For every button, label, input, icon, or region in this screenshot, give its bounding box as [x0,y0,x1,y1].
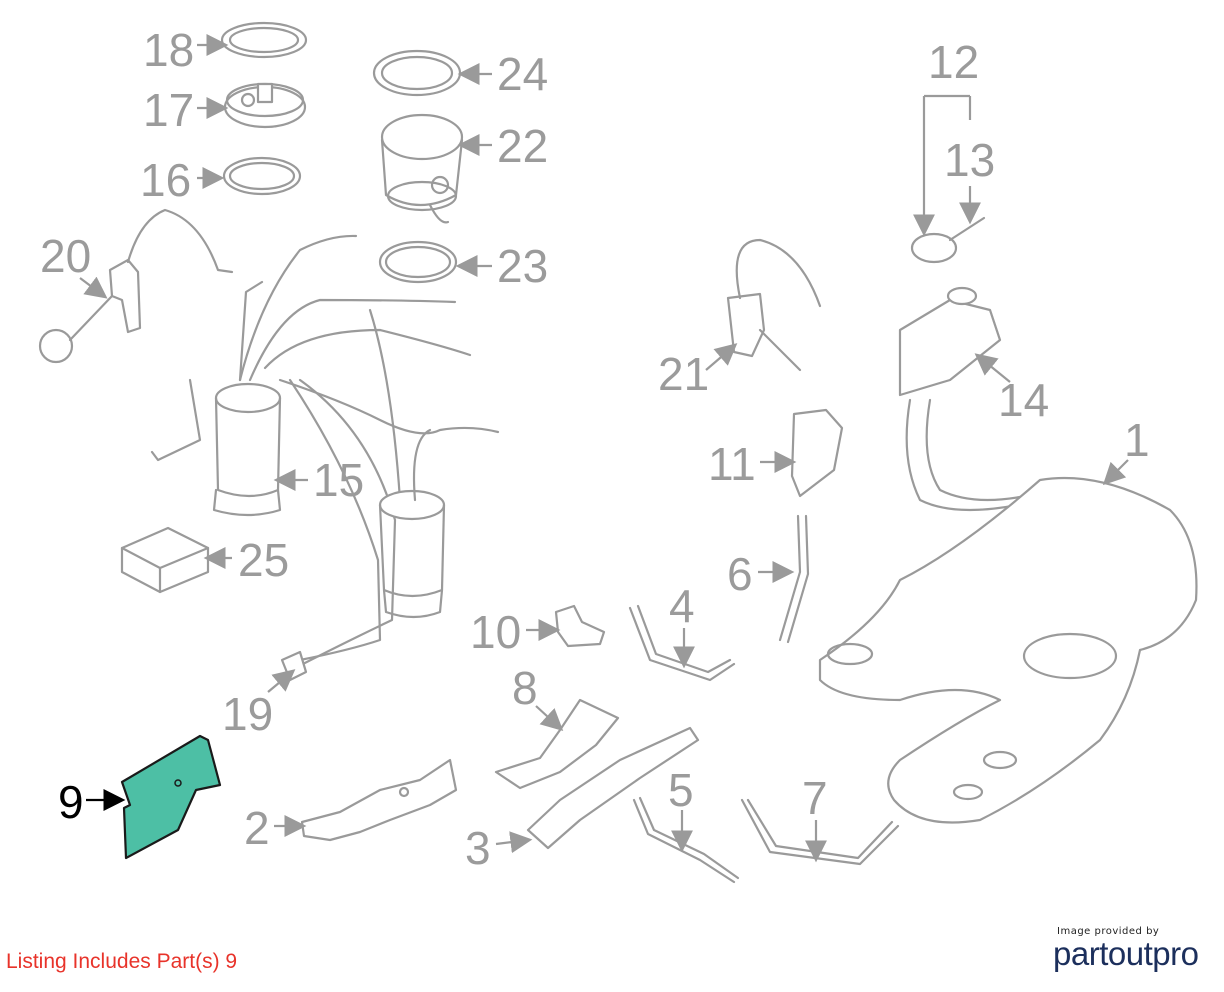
part-10-clip [554,604,606,648]
part-23-seal [378,240,458,284]
callout-17: 17 [143,84,194,136]
part-16-oring [222,156,302,196]
part-8-bracket [494,698,620,790]
part-21-sensor [726,238,822,372]
part-18-ring [220,21,308,59]
credit-caption: Image provided by [1057,926,1160,937]
part-wiring-harness [238,234,500,670]
callout-7: 7 [802,772,828,824]
partoutpro-logo: partoutpro [1053,937,1213,971]
part-17-flange [223,82,307,129]
callout-8: 8 [512,662,538,714]
callout-20: 20 [40,230,91,282]
callout-11: 11 [708,438,756,490]
part-3-strap [526,726,700,850]
callout-19: 19 [222,688,273,740]
callout-15: 15 [313,454,364,506]
logo-pro: pro [1152,935,1199,972]
part-11-bracket [790,408,844,498]
callout-10: 10 [470,606,521,658]
callout-14: 14 [998,374,1049,426]
logo-part: part [1053,935,1108,972]
callout-1: 1 [1124,414,1150,466]
part-15-fuel-pump [150,378,446,619]
callout-3: 3 [465,822,491,874]
callout-5: 5 [668,764,694,816]
callout-9: 9 [58,776,84,828]
part-20-sender [38,208,234,364]
part-6-strap [778,514,810,644]
highlighted-part-9 [120,734,222,860]
callout-16: 16 [140,154,191,206]
image-credit: Image provided by partoutpro [1053,926,1213,971]
callout-24: 24 [497,48,548,100]
callout-2: 2 [244,802,270,854]
part-1-tank [818,476,1198,824]
logo-out: out [1107,935,1153,972]
part-24-ring [372,49,462,97]
callout-23: 23 [497,240,548,292]
callout-13: 13 [944,134,995,186]
part-19-clip [280,650,308,682]
part-9-shield [120,734,222,860]
part-25-module [120,526,210,594]
callout-22: 22 [497,120,548,172]
part-2-bracket [300,758,458,842]
callout-12: 12 [928,36,979,88]
callout-21: 21 [658,348,709,400]
part-12-valve [910,216,986,264]
callout-4: 4 [669,580,695,632]
part-22-pump-module [380,113,464,224]
listing-includes-text: Listing Includes Part(s) 9 [6,950,238,973]
callout-25: 25 [238,534,289,586]
callout-labels: 18 17 16 24 22 23 20 15 25 19 9 2 3 8 10… [40,24,1150,874]
callout-arrows [79,34,1129,863]
callout-18: 18 [143,24,194,76]
callout-6: 6 [727,548,753,600]
